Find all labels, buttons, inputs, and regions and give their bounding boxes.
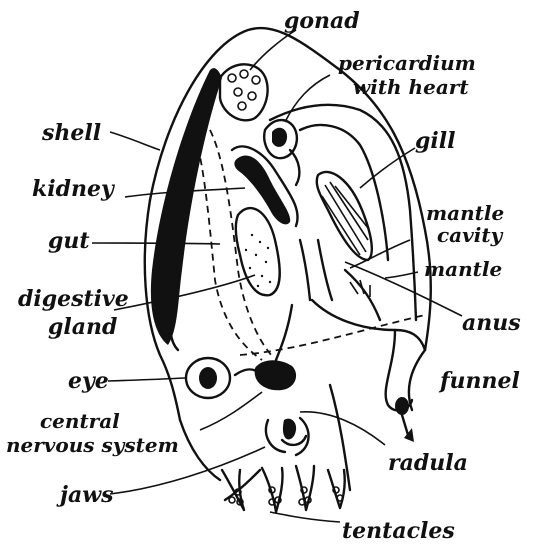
eye xyxy=(186,358,230,398)
label-jaws: jaws xyxy=(56,482,114,508)
label-kidney: kidney xyxy=(32,176,116,202)
label-cns-line1: central xyxy=(40,409,120,433)
label-eye: eye xyxy=(68,368,109,394)
label-gonad: gonad xyxy=(284,8,360,34)
label-digestive-line2: gland xyxy=(48,314,117,340)
label-cns-line2: nervous system xyxy=(6,433,179,457)
mantle-dash-line xyxy=(240,315,425,355)
label-mantle-cavity-line1: mantle xyxy=(426,201,504,225)
pericardium-with-heart xyxy=(264,120,299,185)
label-digestive-line1: digestive xyxy=(18,286,129,312)
label-mantle: mantle xyxy=(424,257,502,281)
central-nervous-system xyxy=(235,305,296,390)
jaws-radula xyxy=(266,418,309,455)
label-radula: radula xyxy=(388,450,468,476)
label-pericardium-line1: pericardium xyxy=(338,51,476,75)
label-anus: anus xyxy=(462,310,521,336)
label-mantle-cavity-line2: cavity xyxy=(437,223,504,247)
gonad xyxy=(220,64,268,120)
tentacles xyxy=(222,466,345,512)
mantle-cavity-edge xyxy=(345,270,380,320)
label-shell: shell xyxy=(41,120,101,146)
digestive-gland xyxy=(236,208,280,295)
label-funnel: funnel xyxy=(438,368,520,394)
label-gut: gut xyxy=(48,228,90,254)
shell-band xyxy=(151,68,222,345)
intestine-2 xyxy=(318,240,332,300)
mantle-inner xyxy=(270,105,416,320)
intestine xyxy=(300,240,310,300)
kidney xyxy=(232,146,298,226)
label-tentacles: tentacles xyxy=(342,518,455,544)
label-pericardium-line2: with heart xyxy=(353,75,469,99)
label-gill: gill xyxy=(415,128,455,154)
